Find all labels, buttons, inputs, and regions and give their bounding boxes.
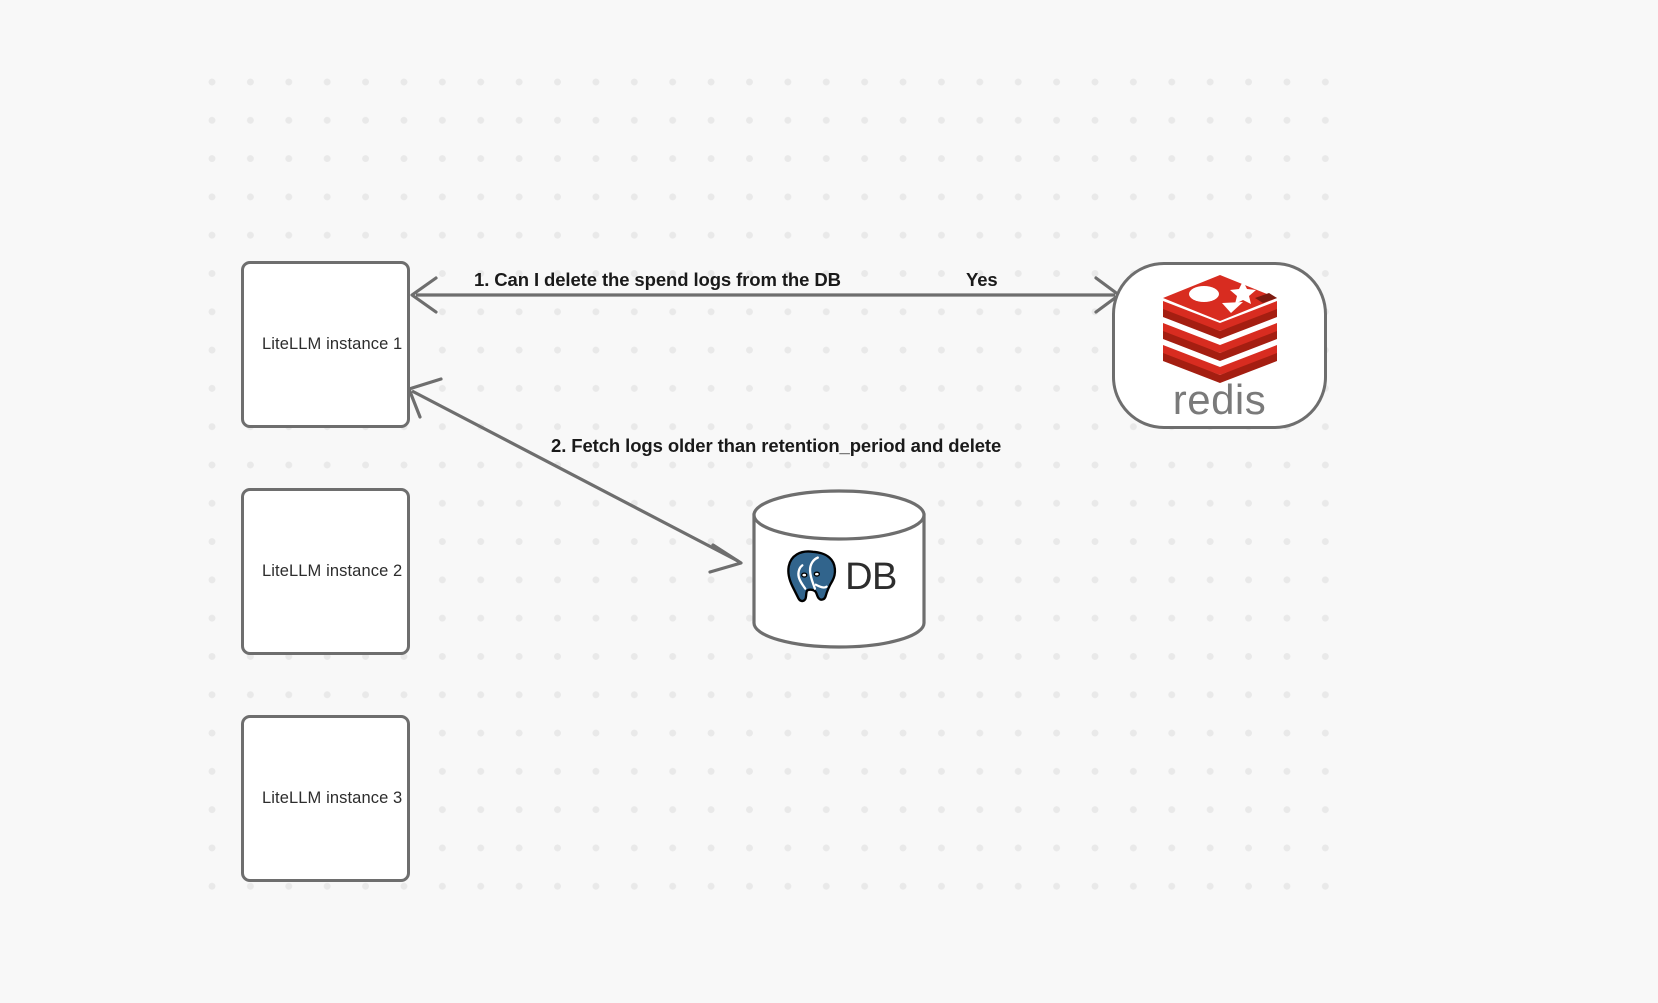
node-postgres-database[interactable]: DB: [751, 489, 927, 649]
redis-logo-icon: [1162, 274, 1277, 383]
node-litellm-instance-2[interactable]: LiteLLM instance 2: [241, 488, 410, 655]
node-redis[interactable]: redis: [1112, 262, 1327, 429]
redis-wordmark: redis: [1172, 375, 1267, 423]
node-label-litellm-instance-3: LiteLLM instance 3: [262, 789, 403, 807]
edge-label-step-1: 1. Can I delete the spend logs from the …: [474, 269, 841, 290]
edge-label-step-2: 2. Fetch logs older than retention_perio…: [551, 435, 1002, 456]
edge-litellm1-db: [407, 377, 743, 574]
database-label: DB: [845, 556, 897, 598]
postgresql-elephant-icon: [785, 548, 838, 604]
edge-label-redis-reply: Yes: [966, 269, 998, 290]
node-label-litellm-instance-2: LiteLLM instance 2: [262, 562, 403, 580]
node-label-litellm-instance-1: LiteLLM instance 1: [262, 335, 403, 353]
database-content: DB: [751, 489, 927, 649]
node-litellm-instance-3[interactable]: LiteLLM instance 3: [241, 715, 410, 882]
node-litellm-instance-1[interactable]: LiteLLM instance 1: [241, 261, 410, 428]
database-cylinder-shape: [752, 489, 926, 649]
